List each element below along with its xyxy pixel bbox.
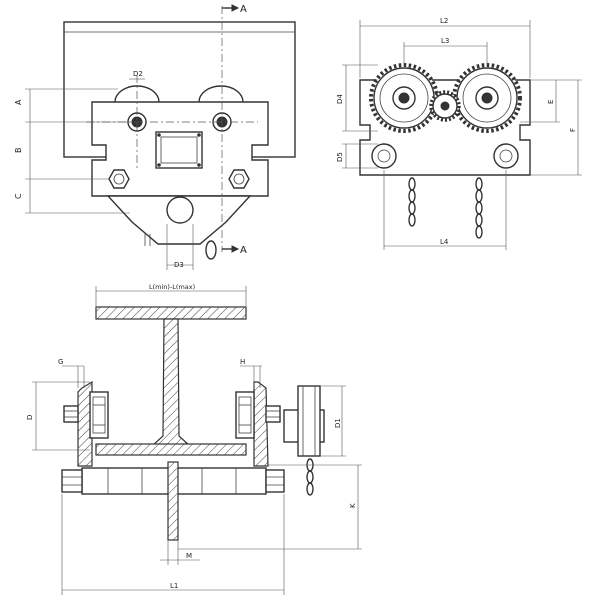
dim-k: K: [349, 503, 357, 508]
nut-left: [108, 169, 130, 189]
beam-top-flange: [95, 306, 247, 320]
lower-wheel-left: [371, 143, 397, 169]
wheel-right: [198, 85, 244, 103]
nut-right: [228, 169, 250, 189]
dim-c: C: [14, 193, 23, 199]
dim-d1: D1: [334, 418, 342, 428]
dim-l3: L3: [441, 37, 449, 45]
chain-right: [475, 177, 483, 239]
dim-f: F: [569, 128, 577, 132]
load-hole: [166, 196, 194, 224]
dim-d2: D2: [133, 70, 143, 78]
hand-chain: [306, 458, 314, 496]
beam-bottom-flange: [95, 443, 247, 456]
side-plate-left: [77, 380, 93, 467]
dim-d5: D5: [336, 152, 344, 162]
hand-wheel: [297, 385, 321, 457]
upper-nut-right: [265, 405, 281, 423]
section-label-top: A: [240, 4, 247, 15]
dim-d: D: [26, 415, 34, 420]
chain-left: [408, 177, 416, 227]
upper-nut-left: [63, 405, 79, 423]
section-view: L(min)-L(max) G H D D1 K M L1: [26, 283, 362, 595]
chain-link: [205, 240, 217, 260]
top-view: A A A B C D2 D3: [14, 4, 296, 270]
side-view: L2 L3 L4 D4 D5 E F: [336, 17, 582, 250]
dim-m: M: [186, 552, 192, 560]
suspension-plate: [167, 461, 179, 541]
dim-h: H: [240, 358, 245, 366]
dim-b: B: [14, 148, 23, 154]
center-plate: [155, 131, 203, 169]
dim-e: E: [547, 100, 555, 104]
dim-g: G: [58, 358, 63, 366]
dim-a: A: [14, 99, 23, 105]
gear-left: [369, 63, 439, 133]
lower-wheel-right: [493, 143, 519, 169]
wheel-assembly-right: [235, 391, 255, 439]
dim-d3: D3: [174, 261, 184, 269]
lower-nut-left: [61, 469, 83, 493]
gear-right: [452, 63, 522, 133]
lower-nut-right: [265, 469, 285, 493]
dim-d4: D4: [336, 94, 344, 104]
dim-l2: L2: [440, 17, 448, 25]
beam-web: [150, 318, 192, 447]
gear-center: [429, 90, 461, 122]
dim-flange-width: L(min)-L(max): [149, 283, 195, 291]
dim-l1: L1: [170, 582, 178, 590]
side-plate-right: [253, 381, 269, 467]
dim-l4: L4: [440, 238, 449, 246]
wheel-assembly-left: [89, 391, 109, 439]
section-label-bottom: A: [240, 245, 247, 256]
